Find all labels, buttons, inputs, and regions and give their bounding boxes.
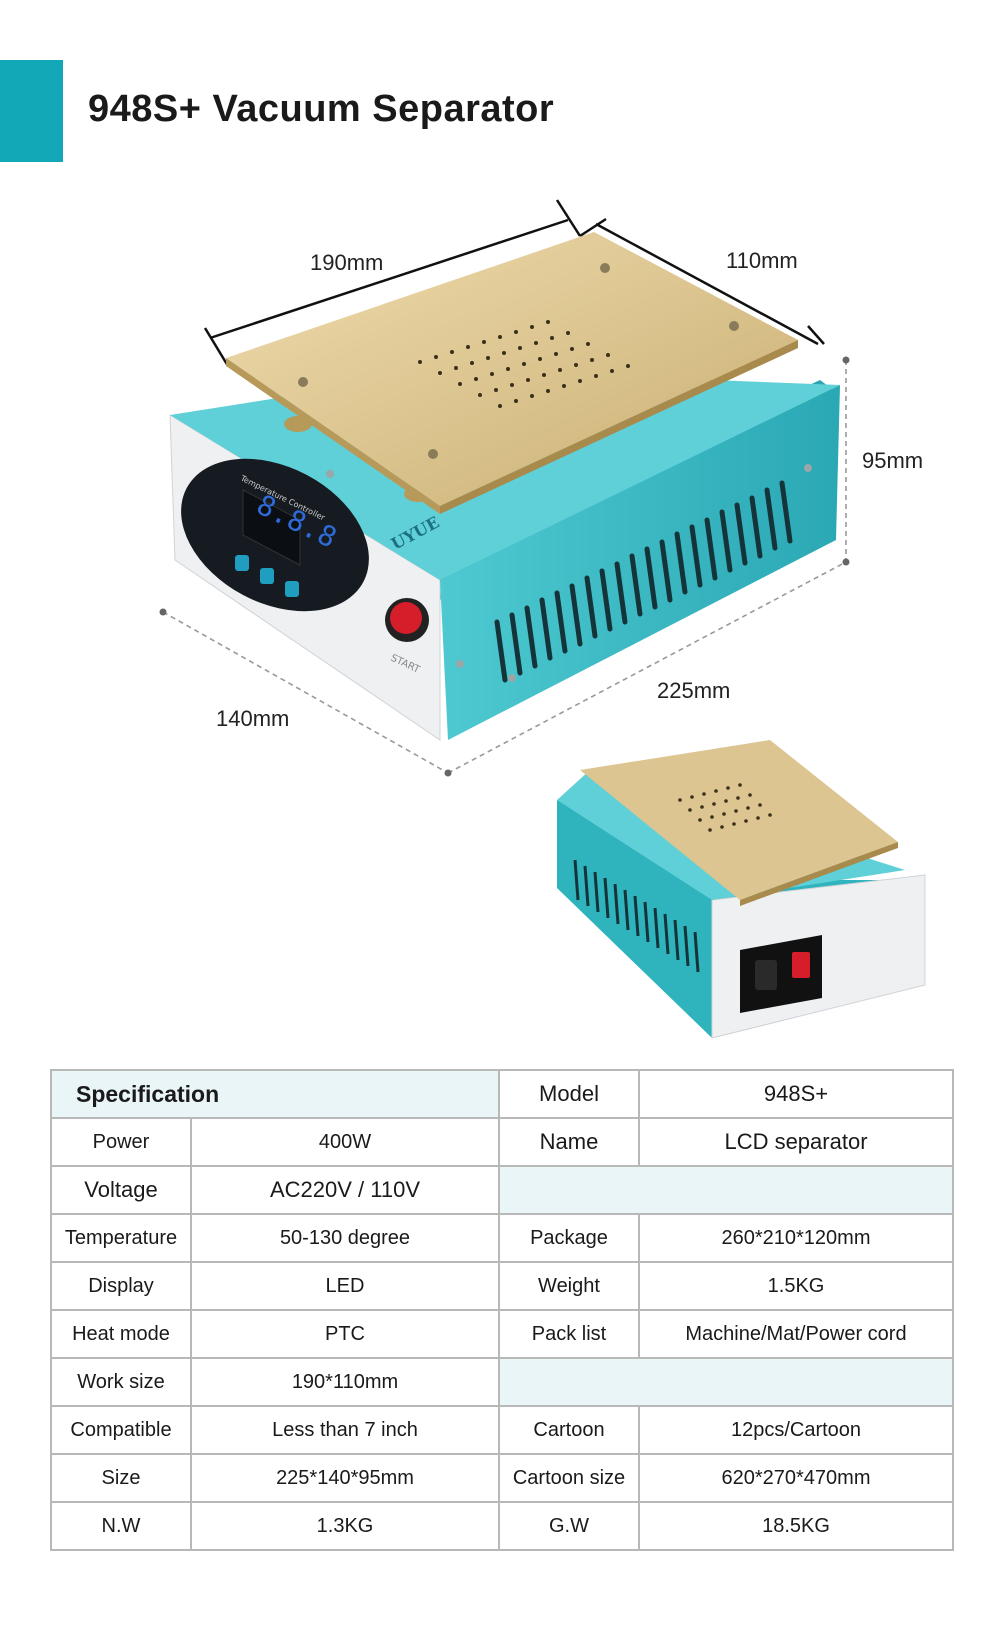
- dimension-lines: [159, 199, 850, 777]
- spec-label: Name: [498, 1117, 640, 1167]
- spec-label: Package: [498, 1213, 640, 1263]
- spec-heading: Specification: [50, 1069, 500, 1119]
- spec-value: AC220V / 110V: [190, 1165, 500, 1215]
- spec-label: Cartoon: [498, 1405, 640, 1455]
- spec-label: Display: [50, 1261, 192, 1311]
- spec-label: Power: [50, 1117, 192, 1167]
- dimension-endpoints: [159, 356, 850, 777]
- spec-label: Temperature: [50, 1213, 192, 1263]
- base-dimension-lines: [162, 360, 847, 774]
- spec-value: Less than 7 inch: [190, 1405, 500, 1455]
- spec-value: 260*210*120mm: [638, 1213, 954, 1263]
- spec-value: PTC: [190, 1309, 500, 1359]
- spec-label: Heat mode: [50, 1309, 192, 1359]
- spec-value: 948S+: [638, 1069, 954, 1119]
- spec-label: Size: [50, 1453, 192, 1503]
- spec-empty-cell: [498, 1357, 954, 1407]
- header-accent-bar: [0, 60, 63, 162]
- spec-value: 620*270*470mm: [638, 1453, 954, 1503]
- dim-width-top: 110mm: [726, 248, 798, 273]
- spec-value: Machine/Mat/Power cord: [638, 1309, 954, 1359]
- spec-label: Pack list: [498, 1309, 640, 1359]
- dim-length-top: 190mm: [310, 250, 384, 275]
- product-back-illustration: [557, 740, 926, 1039]
- spec-value: 1.3KG: [190, 1501, 500, 1551]
- dim-height: 95mm: [862, 448, 924, 473]
- spec-label: Voltage: [50, 1165, 192, 1215]
- spec-label: Weight: [498, 1261, 640, 1311]
- spec-value: LCD separator: [638, 1117, 954, 1167]
- spec-label: N.W: [50, 1501, 192, 1551]
- spec-value: 1.5KG: [638, 1261, 954, 1311]
- page-title: 948S+ Vacuum Separator: [88, 88, 555, 130]
- spec-value: 190*110mm: [190, 1357, 500, 1407]
- spec-value: LED: [190, 1261, 500, 1311]
- top-dimension-brackets: [203, 199, 825, 367]
- spec-header-row: Specification Model 948S+: [50, 1069, 954, 1119]
- spec-value: 400W: [190, 1117, 500, 1167]
- spec-label: Model: [498, 1069, 640, 1119]
- product-front-illustration: 8.8.8 Temperature Controller START UYUE: [169, 232, 840, 741]
- spec-label: G.W: [498, 1501, 640, 1551]
- spec-value: 50-130 degree: [190, 1213, 500, 1263]
- dim-length-base: 225mm: [657, 678, 731, 703]
- spec-label: Cartoon size: [498, 1453, 640, 1503]
- spec-label: Compatible: [50, 1405, 192, 1455]
- dim-depth: 140mm: [216, 706, 290, 731]
- spec-label: Work size: [50, 1357, 192, 1407]
- spec-empty-cell: [498, 1165, 954, 1215]
- spec-value: 225*140*95mm: [190, 1453, 500, 1503]
- spec-value: 18.5KG: [638, 1501, 954, 1551]
- spec-value: 12pcs/Cartoon: [638, 1405, 954, 1455]
